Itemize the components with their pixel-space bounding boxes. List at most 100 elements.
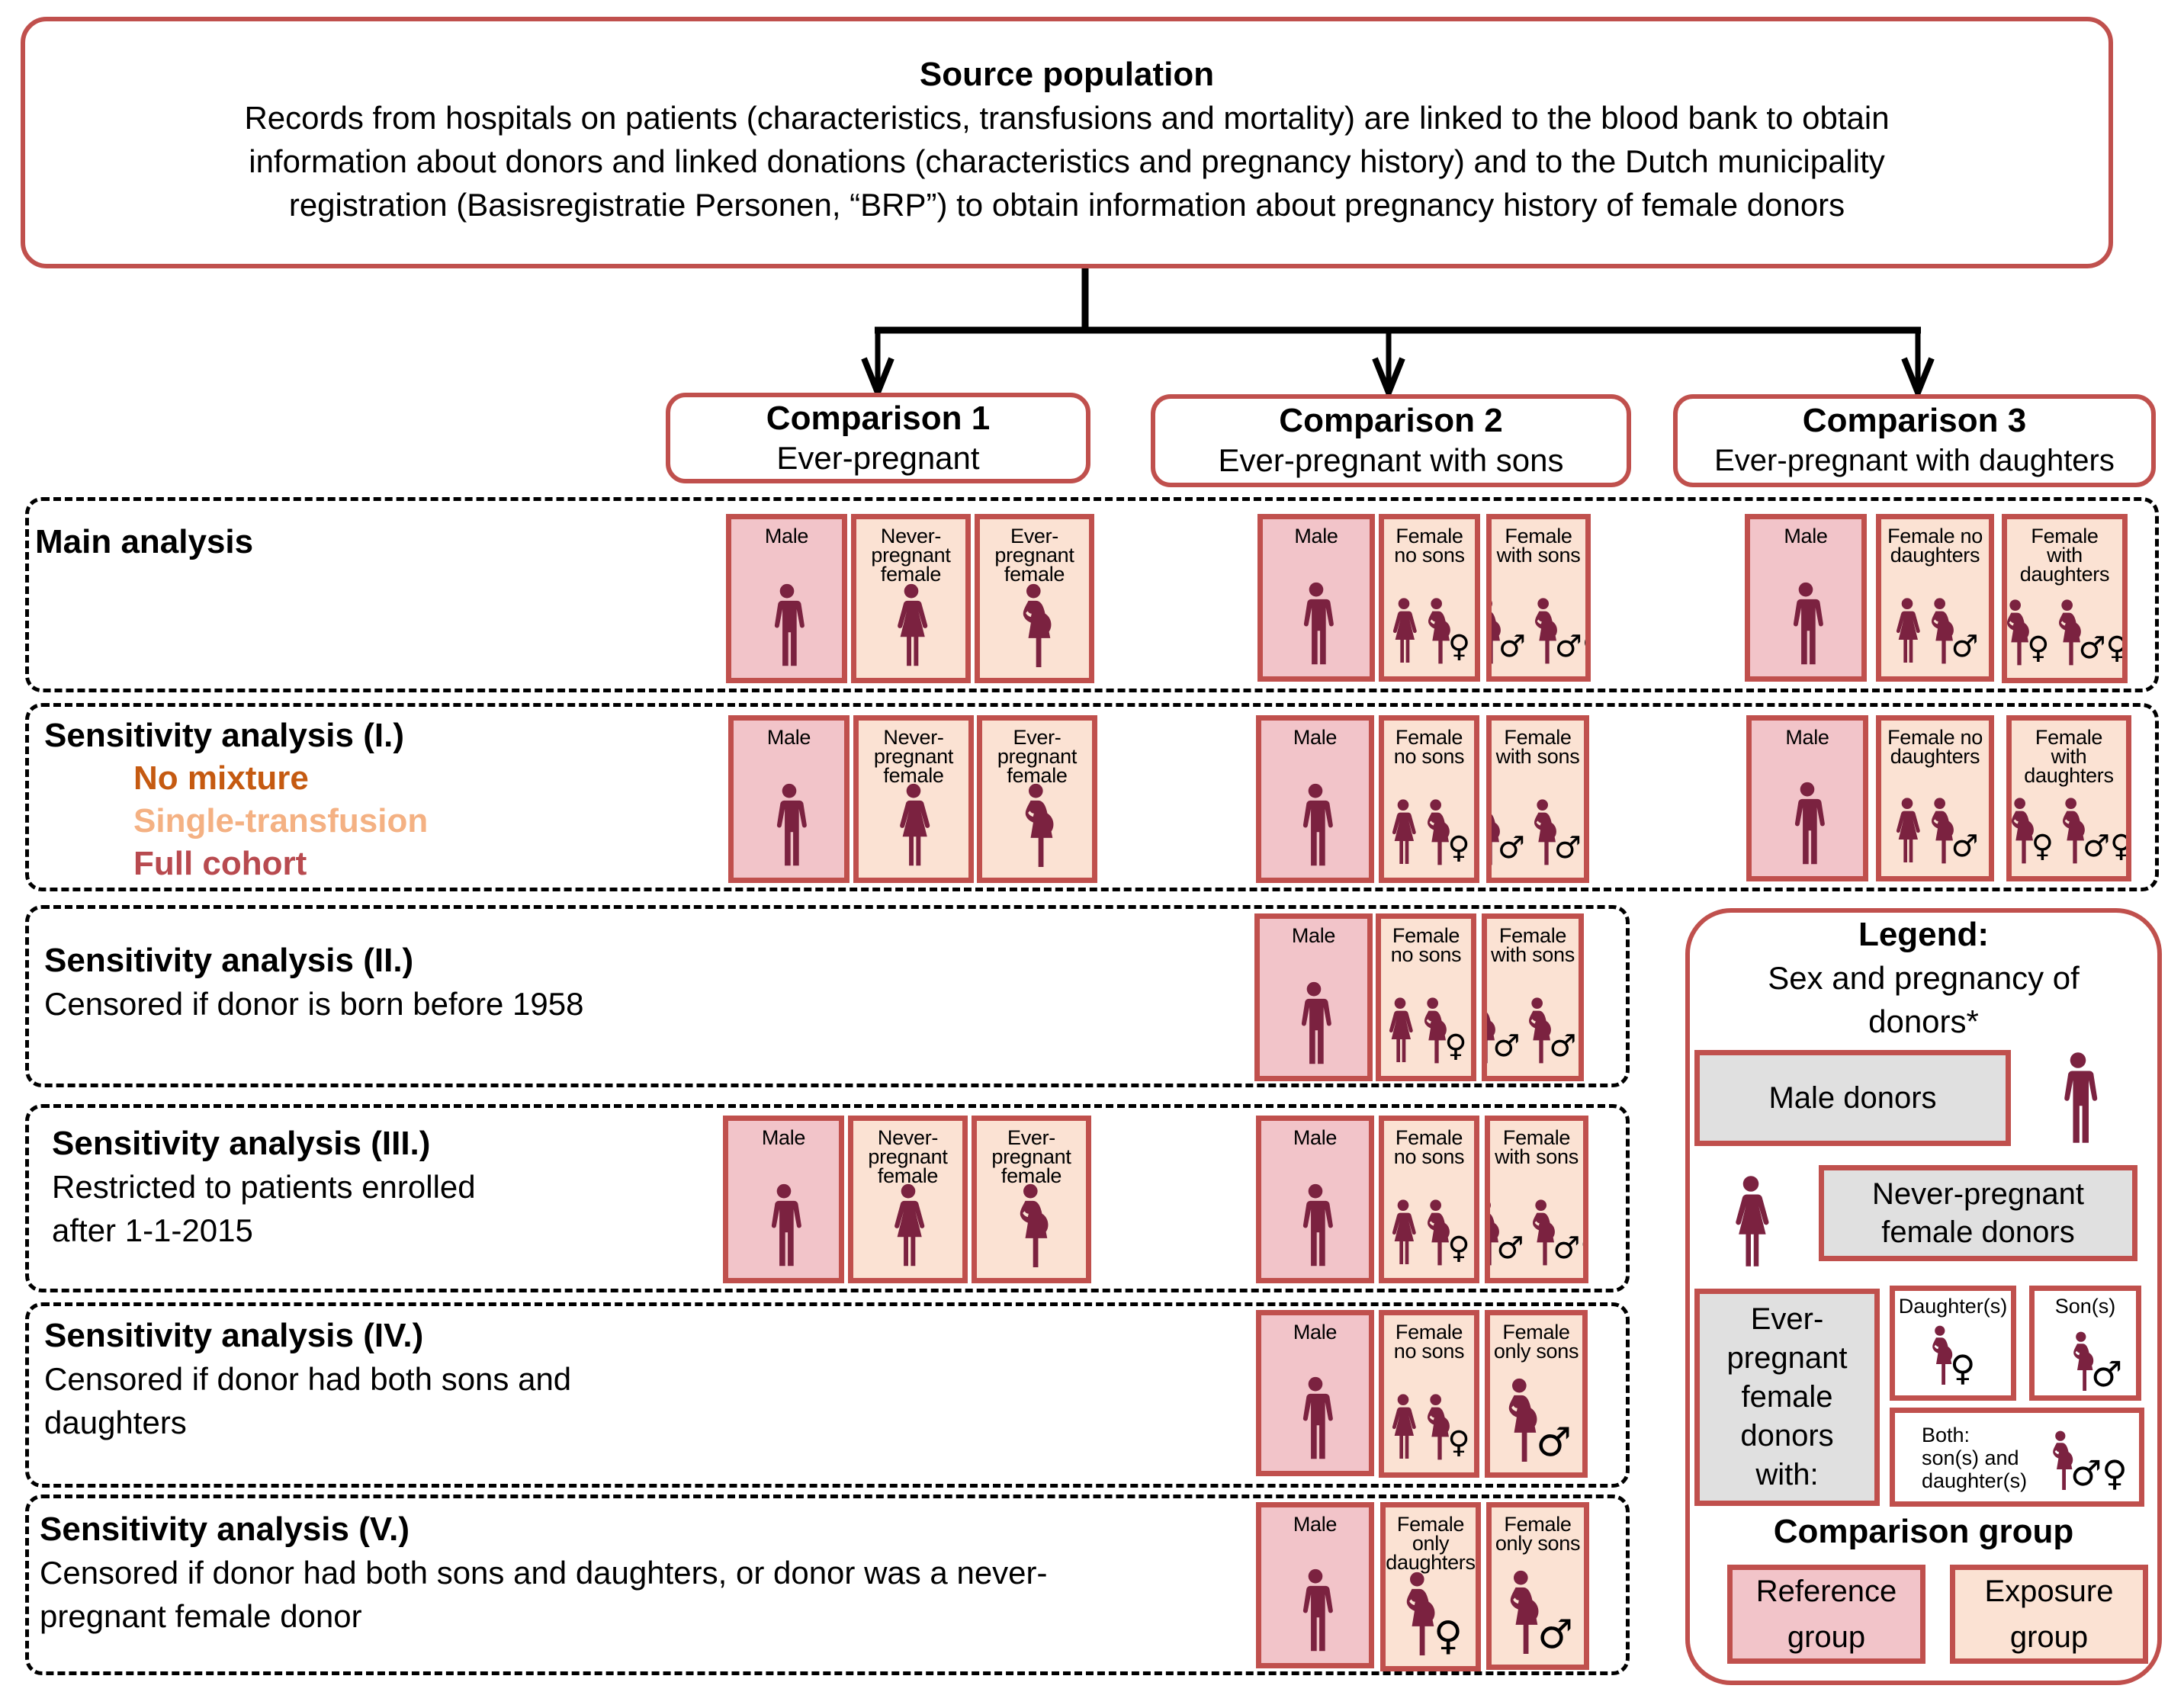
cell-label: Male (1261, 1121, 1369, 1148)
male-symbol-icon: ♂ (1496, 1231, 1524, 1266)
cell-label-line: no sons (1393, 745, 1465, 768)
sensitivity-5-desc-1: Censored if donor had both sons and daug… (40, 1555, 1048, 1591)
cell-label-line: daughters (1890, 544, 1980, 567)
cell-label-line: Male (1293, 1321, 1338, 1344)
male-figure-icon (1786, 582, 1826, 666)
cell-label: Male (1750, 519, 1861, 547)
pregnant-figure-icon (1015, 583, 1055, 667)
cell-label-line: with sons (1495, 745, 1580, 768)
cell-figures (1263, 582, 1370, 666)
cell-label-line: daughters (2024, 764, 2114, 787)
s3-cell-male: Male (1256, 1116, 1374, 1283)
male-symbol-icon: ♂ (1537, 1612, 1573, 1658)
source-population-box: Source population Records from hospitals… (21, 17, 2113, 268)
sensitivity-1-text: Sensitivity analysis (I.) No mixture Sin… (44, 714, 428, 885)
cell-label: Male (731, 519, 842, 547)
cell-label-line: Female no (1887, 525, 1983, 547)
cell-figures: ♂♂♀ (1492, 797, 1584, 867)
cell-label-line: Female (1396, 1513, 1465, 1536)
cell-label-line: only sons (1493, 1340, 1579, 1363)
male-symbol-icon: ♂ (1951, 629, 1979, 664)
main-analysis-title: Main analysis (35, 523, 254, 560)
cell-label-line: female (1004, 563, 1065, 586)
legend-subtitle-2: donors* (1868, 1003, 1979, 1039)
legend-header: Legend: Sex and pregnancy of donors* (1685, 913, 2162, 1043)
source-population-line-3: registration (Basisregistratie Personen,… (288, 187, 1845, 223)
cell-label-line: Female (1502, 1321, 1570, 1344)
legend-exposure-group: Exposure group (1950, 1565, 2148, 1664)
male-symbol-icon: ♂ (2091, 1353, 2123, 1395)
male-figure-icon (1296, 1376, 1335, 1460)
comparison-1-subtitle: Ever-pregnant (776, 439, 980, 476)
cell-figures (856, 583, 965, 667)
cell-label-line: Male (1294, 525, 1338, 547)
cell-label-line: Male (1293, 726, 1338, 749)
cell-figures: ♀ (1386, 1572, 1476, 1656)
cell-label-line: Male (1784, 525, 1828, 547)
sensitivity-4-row (25, 1302, 1630, 1488)
cell-figures (853, 1183, 962, 1267)
legend-daughters-label: Daughter(s) (1898, 1295, 2008, 1318)
cell-figures (1261, 1568, 1369, 1652)
cell-label-line: pregnant (994, 544, 1074, 567)
subset-single-transfusion: Single-transfusion (133, 802, 429, 840)
male-symbol-icon: ♂ (1498, 830, 1525, 865)
legend-exposure-line-2: group (2009, 1620, 2089, 1654)
male-figure-icon (1296, 783, 1335, 867)
cell-label: Male (1263, 519, 1370, 547)
cell-label-line: only sons (1495, 1532, 1581, 1555)
pregnant-figure-icon (1012, 1183, 1052, 1267)
subset-full-cohort: Full cohort (133, 845, 307, 882)
cell-label-line: Never- (880, 525, 942, 547)
legend-sons-label: Son(s) (2054, 1295, 2116, 1318)
female-figure-icon (1388, 1197, 1418, 1267)
female-symbol-icon: ♀ (1950, 1347, 1976, 1389)
cell-label-line: pregnant (873, 745, 954, 768)
cell-label-line: Male (1291, 924, 1336, 947)
cell-label-line: Female (1395, 1321, 1463, 1344)
cell-figures (1752, 782, 1863, 865)
sensitivity-3-desc-1: Restricted to patients enrolled (52, 1169, 476, 1205)
cell-label-line: Female (1395, 1126, 1463, 1149)
cell-label: Male (728, 1121, 839, 1148)
legend-male-donors-label: Male donors (1768, 1080, 1937, 1115)
cell-label-line: female (880, 563, 942, 586)
legend-both-line-1: Both: (1922, 1424, 1970, 1446)
male-female-symbol-icon: ♂♀ (1549, 1029, 1579, 1064)
female-figure-icon (888, 1183, 928, 1267)
legend-reference-group: Reference group (1727, 1565, 1925, 1664)
cell-label-line: female (877, 1164, 939, 1187)
source-population-line-1: Records from hospitals on patients (char… (244, 100, 1890, 136)
cell-label-line: Never- (883, 726, 944, 749)
cell-figures: ♀ (1384, 1392, 1474, 1462)
cell-label-line: Male (764, 525, 809, 547)
main-cell-male: Male (1745, 514, 1867, 682)
cell-label: Male (1261, 1315, 1369, 1344)
female-symbol-icon: ♀ (1447, 1425, 1470, 1460)
female-figure-icon (1388, 1392, 1418, 1462)
female-symbol-icon: ♀ (2031, 829, 2054, 864)
cell-label-line: Ever- (1013, 726, 1061, 749)
legend-ever-pregnant: Ever- pregnant female donors with: (1694, 1289, 1880, 1506)
cell-label-line: Female (1505, 525, 1572, 547)
legend-ever-pregnant-line-1: Ever- (1750, 1302, 1824, 1336)
cell-label-line: Never- (877, 1126, 939, 1149)
male-symbol-icon: ♂ (1492, 1029, 1521, 1064)
cell-label-line: with (2047, 544, 2083, 567)
cell-figures (1750, 582, 1861, 666)
source-population-title: Source population (919, 56, 1215, 93)
cell-label-line: pregnant (997, 745, 1078, 768)
female-figure-icon (1385, 995, 1415, 1065)
